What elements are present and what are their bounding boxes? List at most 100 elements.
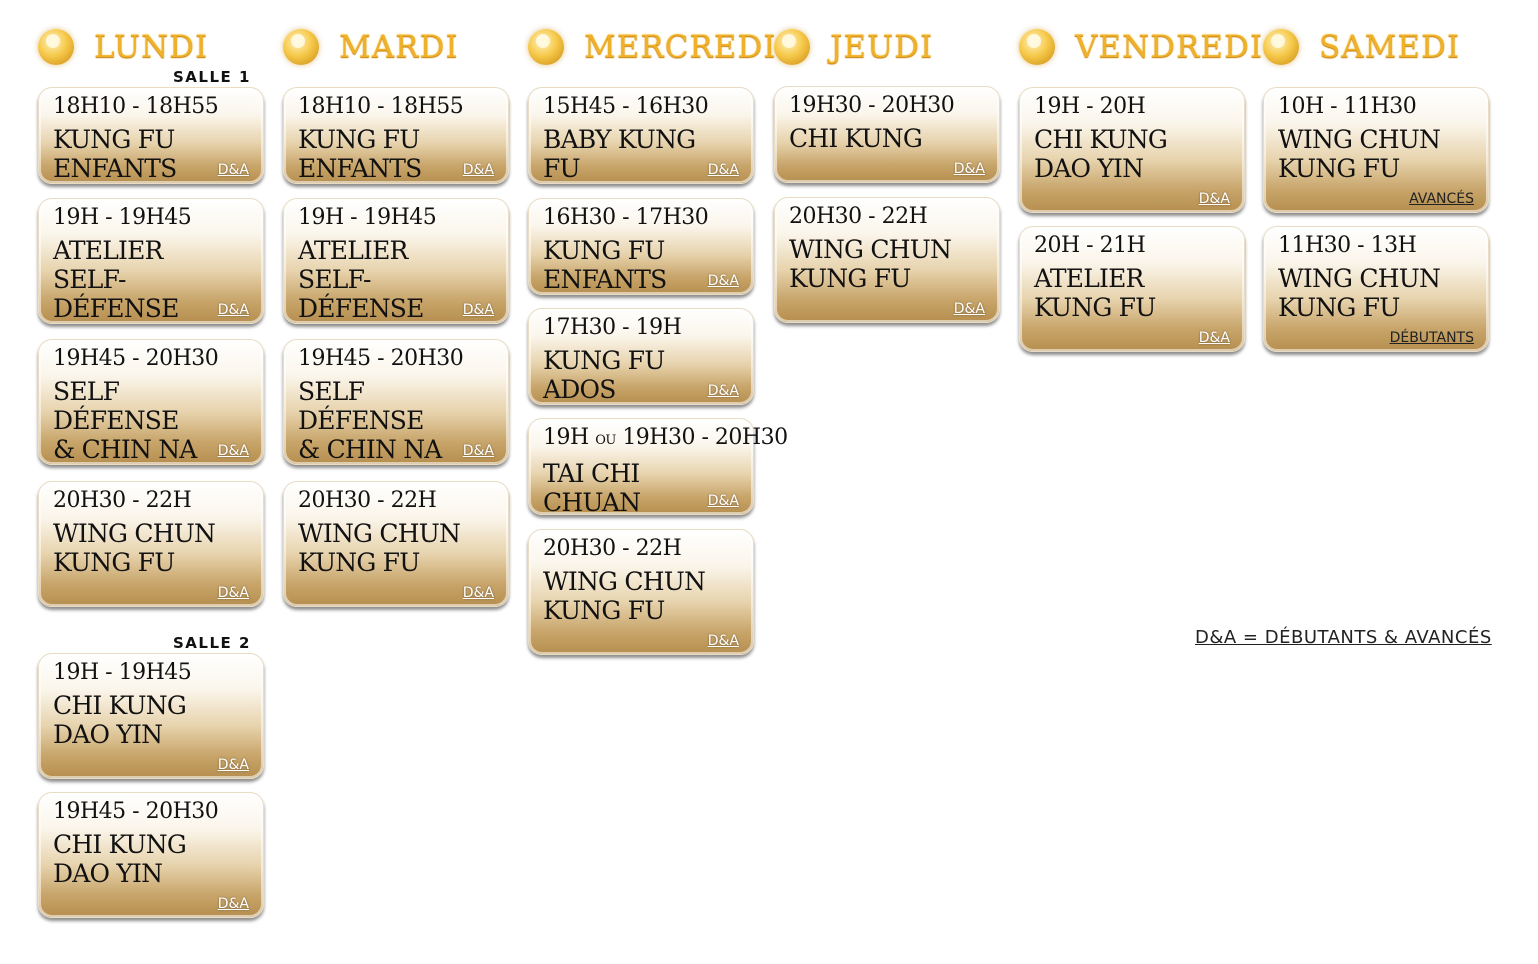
level-tag: D&A (707, 162, 739, 178)
day-header: VENDREDI (1019, 24, 1262, 70)
class-name: KUNG FU ADOS (543, 346, 665, 404)
class-card[interactable]: 19H OU 19H30 - 20H30 TAI CHI CHUAN D&A (528, 418, 788, 517)
class-card[interactable]: 19H - 19H45 ATELIER SELF-DÉFENSE D&A (283, 198, 509, 324)
yin-yang-icon (1263, 29, 1299, 65)
legend-note: D&A = DÉBUTANTS & AVANCÉS (1195, 627, 1492, 648)
level-tag: D&A (462, 162, 494, 178)
class-time: 16H30 - 17H30 (543, 205, 709, 230)
class-time-start: 19H (543, 425, 589, 450)
day-title: MERCREDI (584, 29, 777, 65)
class-name: WING CHUN KUNG FU (543, 567, 706, 625)
class-card[interactable]: 18H10 - 18H55 KUNG FU ENFANTS D&A (38, 87, 264, 184)
class-card[interactable]: 20H - 21H ATELIER KUNG FU D&A (1019, 226, 1245, 352)
class-name: SELF DÉFENSE & CHIN NA (298, 377, 442, 464)
class-name: WING CHUN KUNG FU (298, 519, 461, 577)
class-name: WING CHUN KUNG FU (53, 519, 216, 577)
class-card[interactable]: 19H45 - 20H30 SELF DÉFENSE & CHIN NA D&A (38, 339, 264, 465)
day-header: LUNDI (38, 24, 278, 70)
level-tag: D&A (707, 383, 739, 399)
class-time: 19H - 19H45 (53, 660, 192, 685)
day-title: MARDI (339, 29, 459, 65)
class-name: ATELIER SELF-DÉFENSE (298, 236, 424, 323)
level-tag: D&A (707, 493, 739, 509)
class-time: 20H - 21H (1034, 233, 1146, 258)
yin-yang-icon (1019, 29, 1055, 65)
class-card[interactable]: 11H30 - 13H WING CHUN KUNG FU DÉBUTANTS (1263, 226, 1489, 352)
class-card[interactable]: 20H30 - 22H WING CHUN KUNG FU D&A (774, 197, 1000, 323)
class-time: 19H45 - 20H30 (53, 799, 219, 824)
level-tag: AVANCÉS (1409, 191, 1474, 207)
level-tag: DÉBUTANTS (1389, 330, 1474, 346)
yin-yang-icon (774, 29, 810, 65)
level-tag: D&A (707, 633, 739, 649)
level-tag: D&A (462, 302, 494, 318)
yin-yang-icon (283, 29, 319, 65)
class-time: 19H30 - 20H30 (789, 93, 955, 118)
class-time: 19H - 20H (1034, 94, 1146, 119)
class-time: 20H30 - 22H (789, 204, 928, 229)
level-tag: D&A (217, 443, 249, 459)
class-name: CHI KUNG (789, 124, 923, 153)
class-card[interactable]: 19H - 20H CHI KUNG DAO YIN D&A (1019, 87, 1245, 213)
level-tag: D&A (953, 161, 985, 177)
class-time: 10H - 11H30 (1278, 94, 1417, 119)
class-time: 17H30 - 19H (543, 315, 682, 340)
yin-yang-icon (38, 29, 74, 65)
class-time: 19H OU 19H30 - 20H30 (543, 425, 788, 454)
day-header: MARDI (283, 24, 523, 70)
level-tag: D&A (462, 443, 494, 459)
level-tag: D&A (462, 585, 494, 601)
class-card[interactable]: 19H - 19H45 ATELIER SELF-DÉFENSE D&A (38, 198, 264, 324)
yin-yang-icon (528, 29, 564, 65)
class-card[interactable]: 18H10 - 18H55 KUNG FU ENFANTS D&A (283, 87, 509, 184)
day-header: SAMEDI (1263, 24, 1503, 70)
class-name: WING CHUN KUNG FU (789, 235, 952, 293)
class-card[interactable]: 17H30 - 19H KUNG FU ADOS D&A (528, 308, 754, 405)
level-tag: D&A (217, 585, 249, 601)
class-name: TAI CHI CHUAN (543, 459, 641, 517)
class-name: BABY KUNG FU (543, 125, 696, 183)
class-name: KUNG FU ENFANTS (53, 125, 177, 183)
class-time-or: OU (595, 433, 616, 448)
level-tag: D&A (1198, 330, 1230, 346)
class-card[interactable]: 20H30 - 22H WING CHUN KUNG FU D&A (528, 529, 754, 655)
class-name: CHI KUNG DAO YIN (53, 830, 187, 888)
class-time-range: 19H30 - 20H30 (622, 425, 788, 450)
day-header: MERCREDI (528, 24, 776, 70)
class-time: 20H30 - 22H (298, 488, 437, 513)
class-name: KUNG FU ENFANTS (543, 236, 667, 294)
class-time: 19H - 19H45 (298, 205, 437, 230)
class-card[interactable]: 10H - 11H30 WING CHUN KUNG FU AVANCÉS (1263, 87, 1489, 213)
room-label: SALLE 2 (173, 634, 251, 652)
class-name: WING CHUN KUNG FU (1278, 264, 1441, 322)
class-name: WING CHUN KUNG FU (1278, 125, 1441, 183)
class-card[interactable]: 19H30 - 20H30 CHI KUNG D&A (774, 86, 1000, 183)
class-card[interactable]: 19H45 - 20H30 CHI KUNG DAO YIN D&A (38, 792, 264, 918)
level-tag: D&A (707, 273, 739, 289)
day-title: VENDREDI (1075, 29, 1264, 65)
class-time: 19H45 - 20H30 (298, 346, 464, 371)
class-name: ATELIER SELF-DÉFENSE (53, 236, 179, 323)
class-time: 11H30 - 13H (1278, 233, 1417, 258)
level-tag: D&A (217, 896, 249, 912)
class-card[interactable]: 15H45 - 16H30 BABY KUNG FU D&A (528, 87, 754, 184)
class-name: CHI KUNG DAO YIN (53, 691, 187, 749)
class-card[interactable]: 20H30 - 22H WING CHUN KUNG FU D&A (283, 481, 509, 607)
level-tag: D&A (217, 162, 249, 178)
day-title: JEUDI (830, 29, 934, 65)
class-card[interactable]: 19H45 - 20H30 SELF DÉFENSE & CHIN NA D&A (283, 339, 509, 465)
room-label: SALLE 1 (173, 68, 251, 86)
class-time: 15H45 - 16H30 (543, 94, 709, 119)
class-card[interactable]: 19H - 19H45 CHI KUNG DAO YIN D&A (38, 653, 264, 779)
level-tag: D&A (217, 757, 249, 773)
class-time: 19H - 19H45 (53, 205, 192, 230)
class-name: SELF DÉFENSE & CHIN NA (53, 377, 197, 464)
class-name: CHI KUNG DAO YIN (1034, 125, 1168, 183)
class-card[interactable]: 16H30 - 17H30 KUNG FU ENFANTS D&A (528, 198, 754, 295)
class-time: 20H30 - 22H (543, 536, 682, 561)
day-header: JEUDI (774, 24, 1014, 70)
level-tag: D&A (1198, 191, 1230, 207)
class-card[interactable]: 20H30 - 22H WING CHUN KUNG FU D&A (38, 481, 264, 607)
level-tag: D&A (217, 302, 249, 318)
day-title: LUNDI (94, 29, 209, 65)
